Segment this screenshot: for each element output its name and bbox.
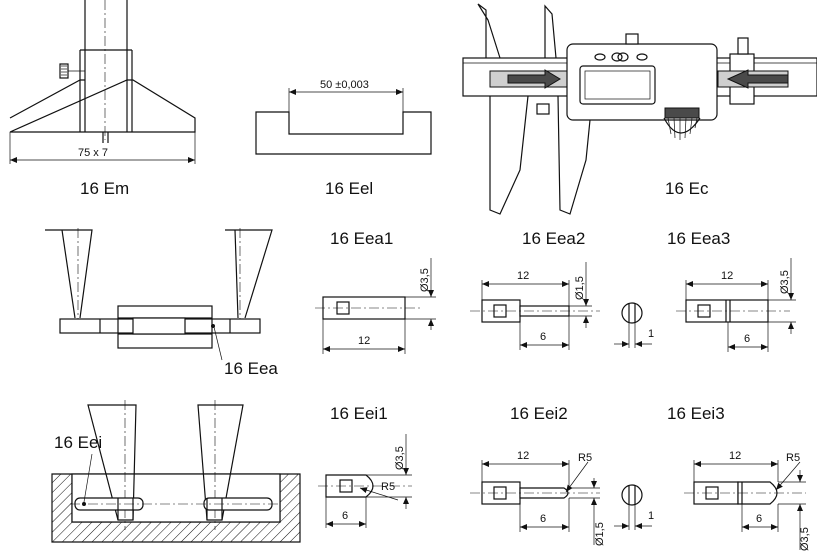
eea2-len-dim: 12 [517, 270, 529, 282]
figure-16-em: 75 x 7 16 Em [9, 0, 196, 198]
caption-16-ec: 16 Ec [665, 179, 709, 198]
eel-length-dim: 50 ±0,003 [320, 79, 369, 91]
eea2-dia-dim: Ø1,5 [574, 276, 586, 300]
figure-16-eea: 16 Eea [45, 228, 278, 378]
eei2-step-dim: 6 [540, 513, 546, 525]
eei3-step-dim: 6 [756, 513, 762, 525]
figure-16-ec: 16 Ec [462, 3, 817, 215]
eea3-len-dim: 12 [721, 270, 733, 282]
eea1-dia-dim: Ø3,5 [419, 268, 431, 292]
caption-16-eel: 16 Eel [325, 179, 373, 198]
eei3-dia-dim: Ø3,5 [799, 527, 811, 551]
eei3-radius-dim: R5 [786, 452, 800, 464]
em-width-dim: 75 x 7 [78, 147, 108, 159]
caption-16-eei: 16 Eei [54, 433, 102, 452]
figure-16-eei3: 16 Eei3 12 R5 Ø3,5 6 [667, 404, 811, 551]
caption-16-eea3: 16 Eea3 [667, 229, 730, 248]
eei2-len-dim: 12 [517, 450, 529, 462]
eea3-dia-dim: Ø3,5 [779, 270, 791, 294]
caption-16-eea1: 16 Eea1 [330, 229, 393, 248]
figure-16-eea1: 16 Eea1 Ø3,5 12 [315, 229, 436, 354]
eea1-len-dim: 12 [358, 335, 370, 347]
figure-16-eel: 50 ±0,003 16 Eel [255, 79, 432, 198]
caption-16-eea: 16 Eea [224, 359, 278, 378]
figure-16-eei1: 16 Eei1 Ø3,5 R5 6 [318, 404, 412, 528]
figure-16-eei: 16 Eei [51, 400, 301, 543]
caption-16-em: 16 Em [80, 179, 129, 198]
eei2-radius-dim: R5 [578, 452, 592, 464]
figure-16-eea2: 16 Eea2 12 Ø1,5 6 1 [470, 229, 654, 350]
caption-16-eei3: 16 Eei3 [667, 404, 725, 423]
eea2-step-dim: 6 [540, 331, 546, 343]
eea3-step-dim: 6 [744, 333, 750, 345]
figure-16-eea3: 16 Eea3 12 Ø3,5 6 [667, 229, 796, 352]
eei1-dia-dim: Ø3,5 [394, 446, 406, 470]
eei2-flat-dim: 1 [648, 510, 654, 522]
caption-16-eea2: 16 Eea2 [522, 229, 585, 248]
caption-16-eei1: 16 Eei1 [330, 404, 388, 423]
eea2-flat-dim: 1 [648, 328, 654, 340]
eei1-len-dim: 6 [342, 510, 348, 522]
eei2-dia-dim: Ø1,5 [594, 522, 606, 546]
figure-16-eei2: 16 Eei2 12 R5 Ø1,5 6 1 [470, 404, 654, 546]
eei1-radius-dim: R5 [381, 481, 395, 493]
caption-16-eei2: 16 Eei2 [510, 404, 568, 423]
eei3-len-dim: 12 [729, 450, 741, 462]
